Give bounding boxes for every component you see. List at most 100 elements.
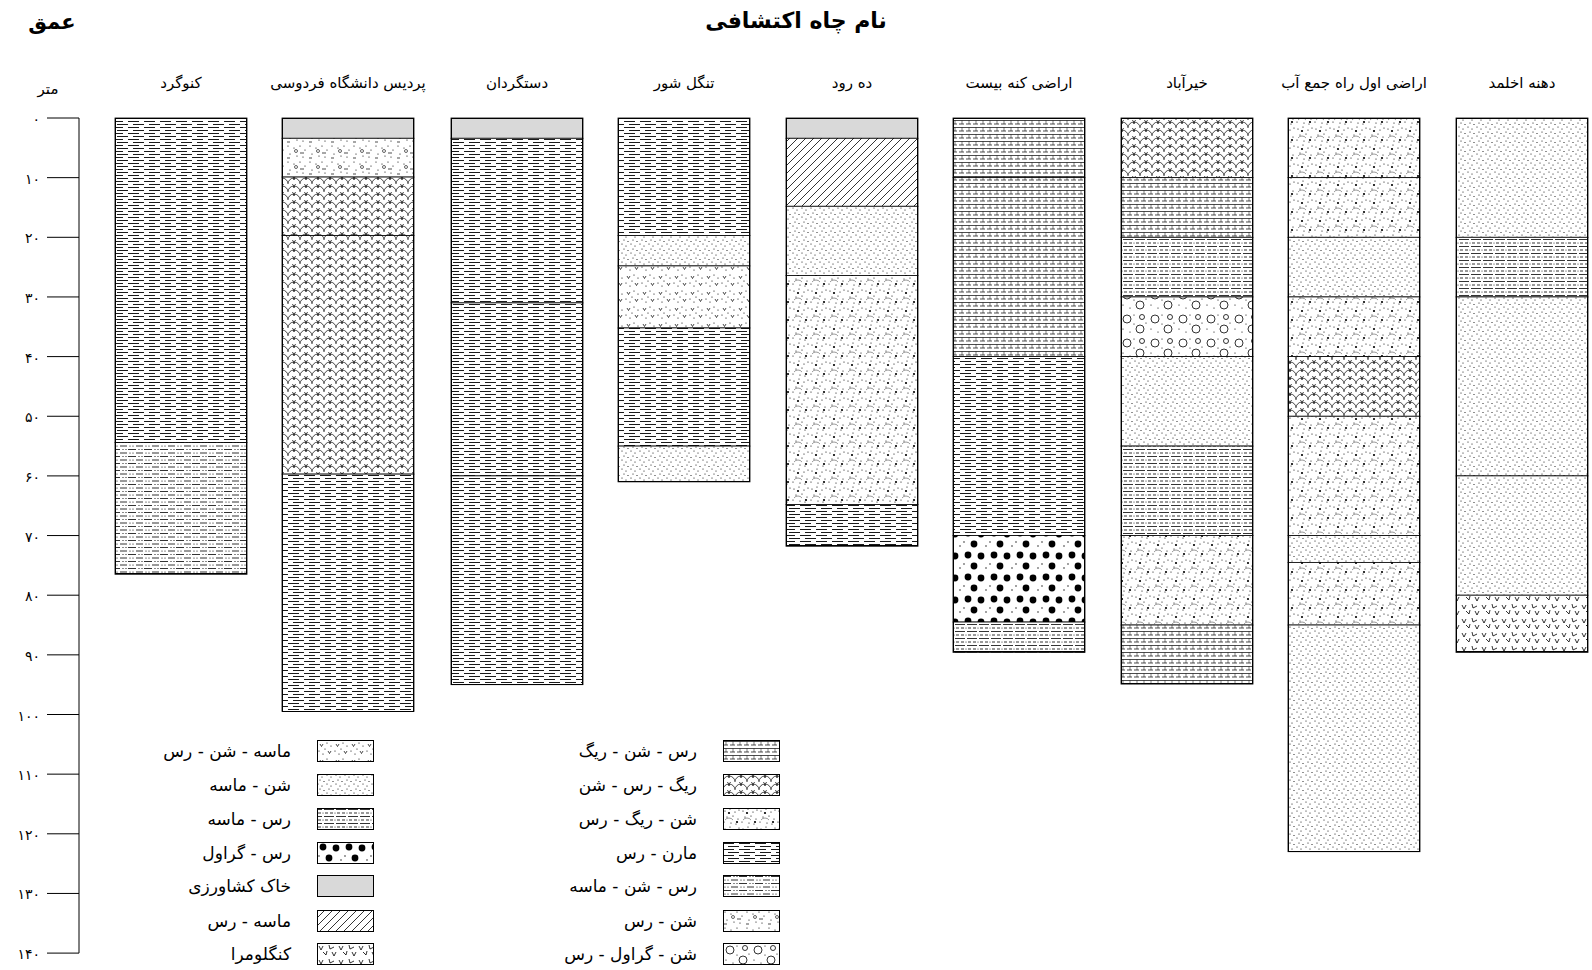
depth-value: ۱۱۰: [17, 767, 40, 783]
label-wrap: ۲۰: [25, 228, 40, 247]
well-column: کنوگرد: [115, 118, 247, 574]
lithology-layer: [115, 442, 247, 574]
label-wrap: ۵۰: [25, 407, 40, 426]
axis-tick: [47, 296, 79, 297]
legend-text-wrap: ریگ - رس - شن: [579, 773, 697, 797]
lithology-layer: [618, 236, 750, 266]
label-wrap: ۷۰: [25, 526, 40, 545]
title-wrap: نام چاه اکتشافی: [0, 8, 1592, 33]
legend-swatch: [318, 876, 374, 897]
well-name: اراضی کنه بیست: [966, 74, 1073, 92]
lithology-layer: [1121, 237, 1253, 297]
label-wrap: ۱۲۰: [17, 824, 40, 843]
legend-swatch: [724, 809, 780, 830]
legend-swatch-box: [723, 943, 780, 965]
depth-value: ۱۰۰: [17, 707, 40, 723]
well-column: دستگردان: [451, 118, 583, 685]
legend-swatch-box: [317, 842, 374, 864]
label-wrap: ۱۰: [25, 168, 40, 187]
legend-text-wrap: رس - شن - ماسه: [569, 874, 697, 898]
lithology-layer: [1456, 118, 1588, 237]
legend-swatch-box: [723, 875, 780, 897]
axis-title: متر: [38, 80, 59, 98]
lithology-layer: [115, 118, 247, 442]
well-name: دهنه اخلمد: [1489, 74, 1556, 92]
label-wrap: ۰: [32, 109, 40, 128]
well-column: پردیس دانشگاه فردوسی: [282, 118, 414, 712]
depth-value: ۱۳۰: [17, 886, 40, 902]
legend-text: خاک کشاورزی: [188, 876, 291, 896]
lithology-layer: [1456, 476, 1588, 595]
lithology-layer: [786, 118, 918, 138]
depth-value: ۵۰: [25, 409, 40, 425]
legend-text-wrap: مارن - رس: [616, 841, 697, 865]
depth-value: ۱۲۰: [17, 826, 40, 842]
legend-swatch: [318, 843, 374, 864]
lithology-layer: [1288, 118, 1420, 178]
legend-swatch-box: [317, 875, 374, 897]
legend-swatch: [724, 876, 780, 897]
legend-text: شن - گراول - رس: [564, 944, 697, 964]
well-column: اراضی کنه بیست: [953, 118, 1085, 652]
lithology-layer: [1456, 237, 1588, 297]
legend-text: شن - ریگ - رس: [579, 809, 697, 829]
legend-swatch-box: [317, 774, 374, 796]
legend-text: شن - ماسه: [209, 775, 291, 795]
lithology-layer: [953, 178, 1085, 357]
axis-tick: [47, 654, 79, 655]
legend-text-wrap: شن - ماسه: [209, 773, 291, 797]
legend-text: رس - شن - ریگ: [579, 741, 697, 761]
heading-wrap: پردیس دانشگاه فردوسی: [270, 73, 426, 92]
axis-tick: [47, 953, 79, 954]
well-column: اراضی اول راه جمع آب: [1288, 118, 1420, 852]
well-layers: [1456, 118, 1588, 652]
axis-tick: [47, 118, 79, 119]
depth-value: ۴۰: [25, 349, 40, 365]
lithology-layer: [451, 138, 583, 303]
heading-wrap: اراضی کنه بیست: [966, 73, 1073, 92]
legend-text-wrap: رس - شن - ریگ: [579, 739, 697, 763]
heading-wrap: دهنه اخلمد: [1489, 73, 1556, 92]
legend-swatch: [318, 944, 374, 965]
axis-tick: [47, 416, 79, 417]
legend-text: رس - شن - ماسه: [569, 876, 697, 896]
lithology-layer: [618, 118, 750, 236]
axis-tick: [47, 237, 79, 238]
well-name: پردیس دانشگاه فردوسی: [270, 74, 426, 92]
lithology-layer: [282, 138, 414, 177]
legend-text-wrap: خاک کشاورزی: [188, 874, 291, 898]
lithology-layer: [282, 474, 414, 711]
axis-tick: [47, 714, 79, 715]
lithology-layer: [1121, 297, 1253, 357]
well-name: تنگل شور: [654, 74, 715, 92]
label-wrap: عمق: [28, 10, 75, 34]
lithology-layer: [786, 206, 918, 275]
lithology-layer: [618, 328, 750, 446]
label-wrap: ۸۰: [25, 586, 40, 605]
lithology-layer: [1121, 357, 1253, 446]
heading-wrap: خیرآباد: [1166, 73, 1208, 92]
axis-tick: [47, 833, 79, 834]
well-name: اراضی اول راه جمع آب: [1281, 74, 1427, 92]
legend-text-wrap: ماسه - شن - رس: [163, 739, 291, 763]
depth-value: ۶۰: [25, 468, 40, 484]
lithology-layer: [451, 118, 583, 138]
lithology-layer: [1288, 357, 1420, 417]
depth-value: ۳۰: [25, 289, 40, 305]
heading-wrap: کنوگرد: [160, 73, 202, 92]
legend-swatch-box: [723, 774, 780, 796]
depth-value: ۸۰: [25, 588, 40, 604]
depth-value: ۱۰: [25, 170, 40, 186]
legend-text-wrap: شن - ریگ - رس: [579, 807, 697, 831]
legend-swatch-box: [317, 943, 374, 965]
depth-value: ۱۴۰: [17, 946, 40, 962]
legend-swatch-box: [723, 740, 780, 762]
legend-swatch: [724, 911, 780, 932]
axis-tick: [47, 893, 79, 894]
depth-value: ۷۰: [25, 528, 40, 544]
axis-tick: [47, 475, 79, 476]
lithology-layer: [1288, 416, 1420, 535]
legend-text: شن - رس: [624, 911, 697, 931]
well-layers: [282, 118, 414, 712]
lithology-layer: [786, 275, 918, 504]
